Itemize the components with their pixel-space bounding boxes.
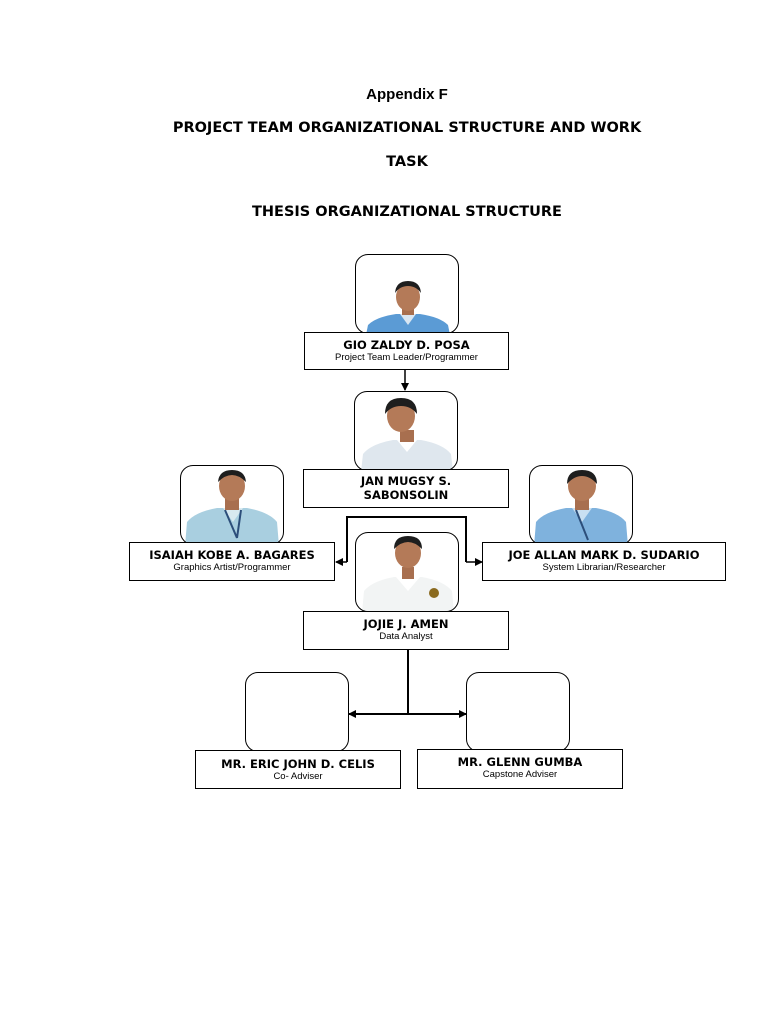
person-avatar-icon (361, 398, 453, 470)
member-box-sudario: JOE ALLAN MARK D. SUDARIO System Librari… (482, 542, 726, 581)
photo-bagares (180, 465, 284, 545)
photo-amen (355, 532, 459, 612)
member-name-line2: SABONSOLIN (363, 488, 449, 502)
photo-placeholder-gumba (466, 672, 570, 752)
member-name: GIO ZALDY D. POSA (343, 338, 470, 352)
member-name: JOJIE J. AMEN (363, 617, 449, 631)
member-role: Capstone Adviser (482, 769, 558, 780)
member-name: JOE ALLAN MARK D. SUDARIO (508, 548, 700, 562)
member-role: System Librarian/Researcher (542, 562, 666, 573)
member-role: Co- Adviser (273, 771, 323, 782)
photo-sabonsolin (354, 391, 458, 471)
member-name: ISAIAH KOBE A. BAGARES (149, 548, 315, 562)
member-box-celis: MR. ERIC JOHN D. CELIS Co- Adviser (195, 750, 401, 789)
member-role: Data Analyst (379, 631, 433, 642)
person-avatar-icon (362, 536, 454, 611)
member-role: Project Team Leader/Programmer (335, 352, 478, 363)
photo-placeholder-celis (245, 672, 349, 752)
member-name: MR. GLENN GUMBA (457, 755, 583, 769)
photo-posa (355, 254, 459, 334)
member-role: Graphics Artist/Programmer (173, 562, 291, 573)
person-avatar-icon (534, 470, 628, 544)
member-box-sabonsolin: JAN MUGSY S. SABONSOLIN (303, 469, 509, 508)
document-title-line1: PROJECT TEAM ORGANIZATIONAL STRUCTURE AN… (172, 120, 642, 136)
member-name-line1: JAN MUGSY S. (360, 474, 452, 488)
member-box-bagares: ISAIAH KOBE A. BAGARES Graphics Artist/P… (129, 542, 335, 581)
document-title-line2: TASK (386, 154, 428, 170)
member-box-amen: JOJIE J. AMEN Data Analyst (303, 611, 509, 650)
member-name: MR. ERIC JOHN D. CELIS (221, 757, 375, 771)
section-title: THESIS ORGANIZATIONAL STRUCTURE (252, 204, 562, 220)
appendix-label: Appendix F (366, 86, 448, 103)
person-avatar-icon (366, 281, 450, 333)
bracket-sabonsolin (346, 516, 467, 562)
member-box-posa: GIO ZALDY D. POSA Project Team Leader/Pr… (304, 332, 509, 370)
member-box-gumba: MR. GLENN GUMBA Capstone Adviser (417, 749, 623, 789)
person-avatar-icon (185, 470, 279, 544)
photo-sudario (529, 465, 633, 545)
